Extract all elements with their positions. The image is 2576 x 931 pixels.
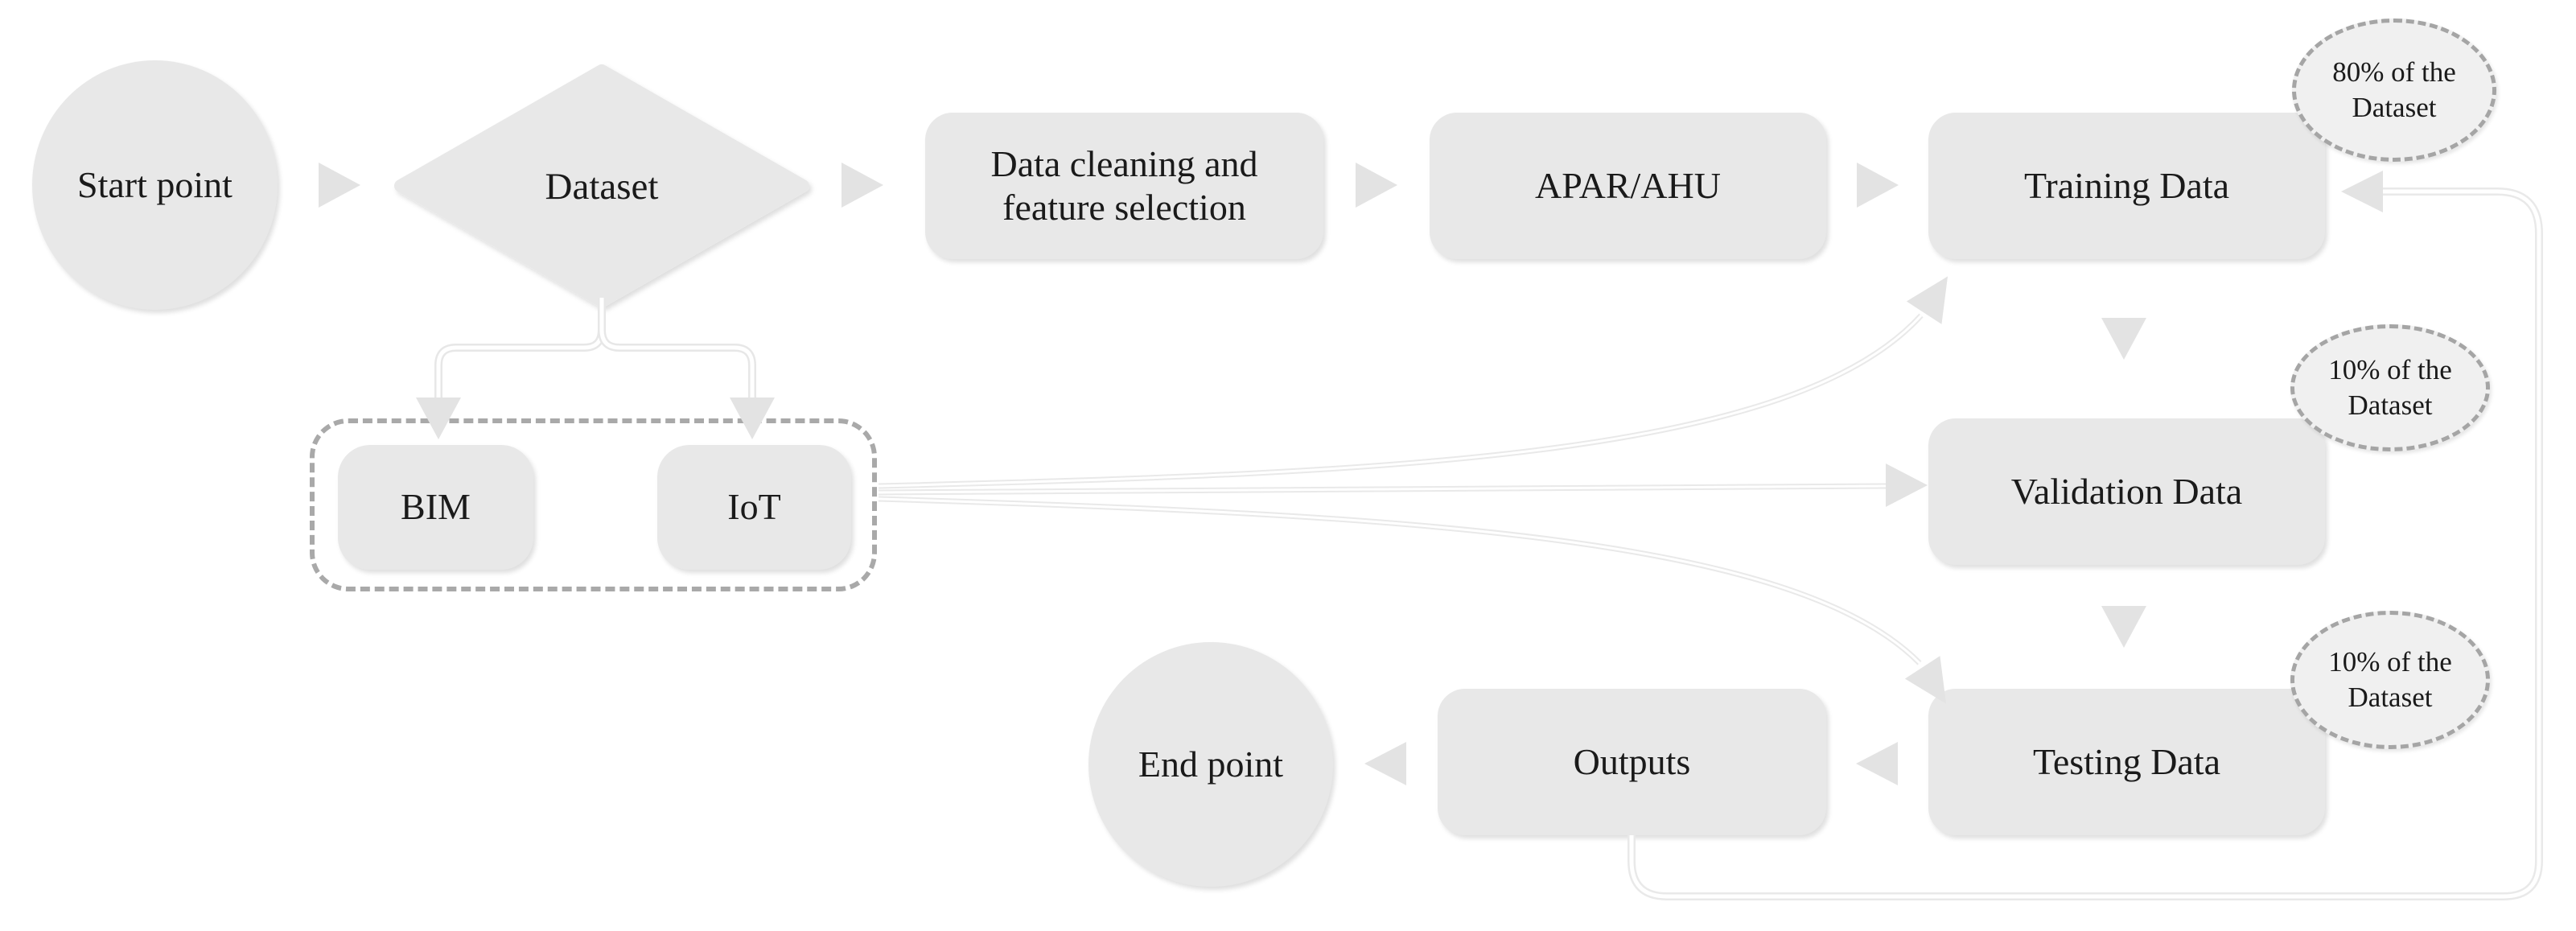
node-training-data: Training Data [1928,113,2325,259]
connector-group-to-training [878,313,1924,489]
connector-dataset-to-bim-core [436,298,604,399]
connector-group-to-validation [878,483,1887,496]
connector-group-to-training-core [878,314,1923,488]
bim-iot-group-container [310,418,877,591]
node-apar-ahu: APAR/AHU [1430,113,1826,259]
arrowhead-validation-to-testing [2101,606,2146,648]
badge-validation-share: 10% of the Dataset [2290,324,2490,451]
connector-dataset-to-iot-core [599,298,755,399]
node-testing-data: Testing Data [1928,689,2325,835]
arrowhead-dataset-to-cleaning [842,163,883,208]
node-dataset-label: Dataset [545,166,659,208]
arrowhead-feedback-into-training [2341,171,2383,212]
connector-group-to-testing [878,496,1922,665]
arrowhead-into-training-bottom [1906,276,1948,324]
connector-group-to-testing-core [878,497,1921,665]
node-start: Start point [32,60,278,310]
node-data-cleaning: Data cleaning and feature selection [925,113,1323,259]
arrowhead-into-validation [1886,463,1928,507]
connector-dataset-to-bim [434,298,606,399]
arrowhead-outputs-to-end [1364,742,1406,785]
node-iot: IoT [657,445,851,570]
arrowhead-testing-to-outputs [1856,742,1898,785]
node-end: End point [1088,642,1333,887]
node-bim: BIM [338,445,533,570]
badge-training-share: 80% of the Dataset [2292,19,2496,162]
arrowhead-start-to-dataset [319,163,360,208]
arrowhead-training-to-validation [2101,318,2146,360]
connector-group-to-validation-core [878,484,1887,494]
arrowhead-apar-to-training [1857,163,1899,208]
node-validation-data: Validation Data [1928,418,2325,565]
node-outputs: Outputs [1438,689,1826,835]
connector-dataset-to-iot [598,298,756,399]
badge-testing-share: 10% of the Dataset [2290,611,2490,749]
arrowhead-cleaning-to-apar [1356,163,1397,208]
